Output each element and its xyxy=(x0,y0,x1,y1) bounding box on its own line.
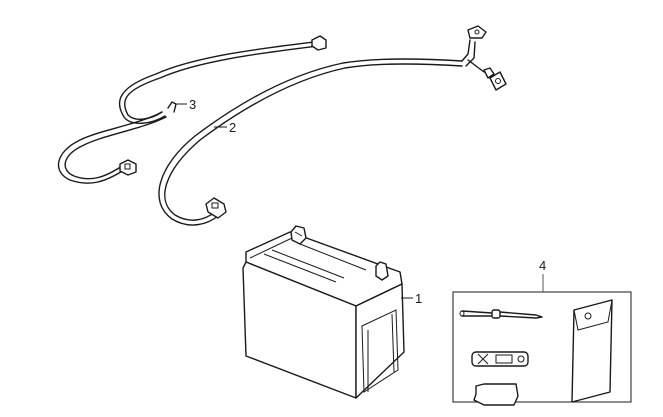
callout-3: 3 xyxy=(189,97,197,112)
tool-kit xyxy=(452,274,632,406)
callout-2: 2 xyxy=(229,120,237,135)
battery xyxy=(242,225,405,399)
box-wrench xyxy=(471,351,529,367)
screwdriver xyxy=(459,309,543,319)
battery-cable-long xyxy=(158,25,507,226)
callout-4: 4 xyxy=(539,258,547,273)
battery-cable-short xyxy=(57,35,327,184)
tool-grip xyxy=(473,383,519,406)
callout-1: 1 xyxy=(415,291,423,306)
tool-pouch xyxy=(571,299,613,403)
